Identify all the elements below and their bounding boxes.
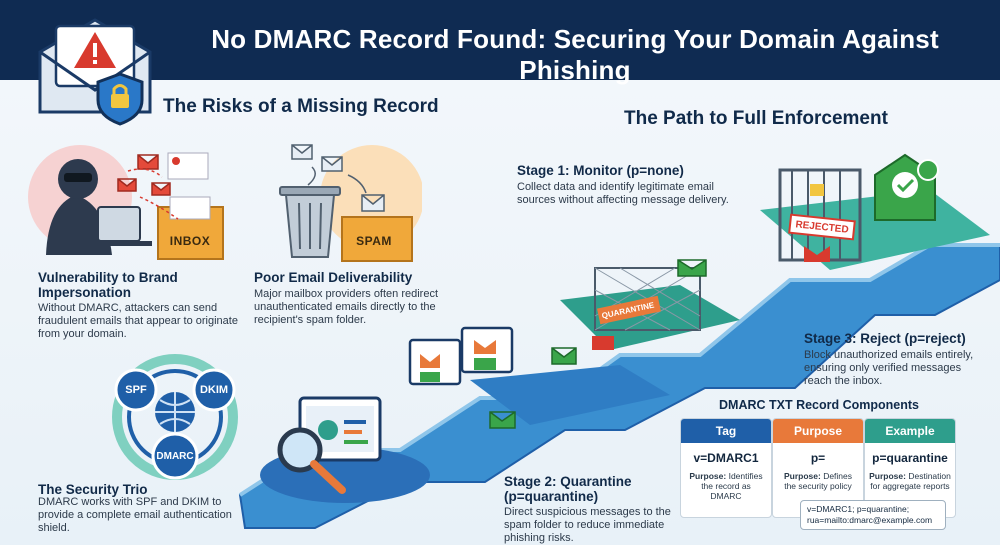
column-value: p= xyxy=(810,451,826,465)
record-column-purpose: Purpose p= Purpose: Defines the security… xyxy=(772,418,864,518)
column-header: Tag xyxy=(681,419,771,443)
stage3-title: Stage 3: Reject (p=reject) xyxy=(804,331,966,346)
column-header: Example xyxy=(865,419,955,443)
inbox-folder-label: INBOX xyxy=(169,234,211,248)
enforcement-path-illustration xyxy=(238,153,1000,529)
path-heading: The Path to Full Enforcement xyxy=(624,108,888,129)
page-title: No DMARC Record Found: Securing Your Dom… xyxy=(211,24,939,85)
column-desc: Purpose: Identifies the record as DMARC xyxy=(689,471,763,501)
impersonation-title: Vulnerability to Brand Impersonation xyxy=(38,270,178,300)
trio-title: The Security Trio xyxy=(38,482,148,497)
example-record-box: v=DMARC1; p=quarantine; rua=mailto:dmarc… xyxy=(800,500,946,530)
spam-folder-label: SPAM xyxy=(356,234,392,248)
deliverability-title: Poor Email Deliverability xyxy=(254,270,413,285)
envelope-warning-icon xyxy=(38,18,152,126)
header-bar xyxy=(0,0,1000,80)
stage2-title: Stage 2: Quarantine (p=quarantine) xyxy=(504,474,632,504)
dmarc-label: DMARC xyxy=(156,451,194,462)
column-value: v=DMARC1 xyxy=(693,451,759,465)
spam-illustration xyxy=(279,144,422,262)
column-desc: Purpose: Defines the security policy xyxy=(783,471,853,491)
column-value: p=quarantine xyxy=(872,451,948,465)
stage3-body: Block unauthorized emails entirely, ensu… xyxy=(804,349,974,387)
column-header: Purpose xyxy=(773,419,863,443)
example-line-2: rua=mailto:dmarc@example.com xyxy=(807,515,933,525)
spf-label: SPF xyxy=(125,384,147,396)
security-trio-diagram xyxy=(112,354,238,480)
record-column-tag: Tag v=DMARC1 Purpose: Identifies the rec… xyxy=(680,418,772,518)
example-line-1: v=DMARC1; p=quarantine; xyxy=(807,504,910,514)
risks-heading: The Risks of a Missing Record xyxy=(163,96,439,117)
hacker-illustration xyxy=(28,145,224,260)
dkim-label: DKIM xyxy=(199,384,229,396)
impersonation-body: Without DMARC, attackers can send fraudu… xyxy=(38,302,238,340)
deliverability-body: Major mailbox providers often redirect u… xyxy=(254,288,439,326)
record-table-title: DMARC TXT Record Components xyxy=(719,398,919,412)
column-desc: Purpose: Destination for aggregate repor… xyxy=(869,471,951,491)
trio-body: DMARC works with SPF and DKIM to provide… xyxy=(38,496,232,534)
stage1-title: Stage 1: Monitor (p=none) xyxy=(517,163,684,178)
stage2-body: Direct suspicious messages to the spam f… xyxy=(504,506,671,544)
stage1-body: Collect data and identify legitimate ema… xyxy=(517,181,729,206)
